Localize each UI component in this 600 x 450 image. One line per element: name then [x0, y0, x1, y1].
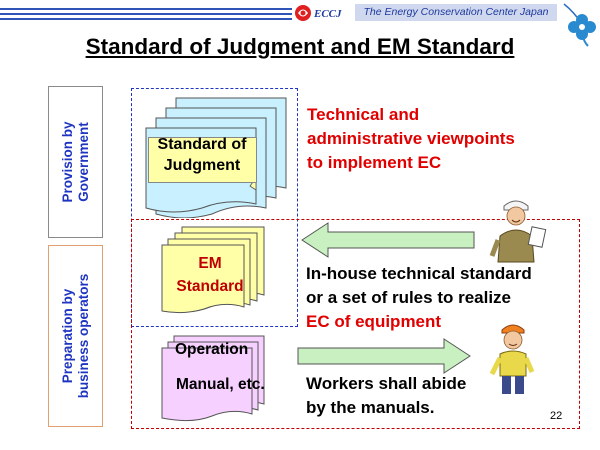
government-description: Technical and administrative viewpoints … — [307, 103, 515, 175]
ecc-logo-icon — [292, 4, 314, 22]
preparation-side-label: Preparation by business operators — [48, 245, 103, 427]
provision-label-line-2: Government — [76, 121, 92, 202]
soj-line-2: Judgment — [146, 155, 258, 176]
page-number: 22 — [550, 410, 562, 422]
worker-person-icon — [488, 318, 538, 396]
operation-manual-label-line-1: Operation — [175, 341, 248, 359]
gov-desc-line-3: to implement EC — [307, 151, 515, 175]
preparation-label-line-2: business operators — [76, 274, 92, 399]
right-arrow — [296, 337, 472, 375]
gov-desc-line-2: administrative viewpoints — [307, 127, 515, 151]
em-standard-label: EM Standard — [160, 252, 260, 298]
gov-desc-line-1: Technical and — [307, 103, 515, 127]
provision-side-label: Provision by Government — [48, 86, 103, 238]
operation-description: Workers shall abide by the manuals. — [306, 372, 466, 420]
em-desc-line-2: or a set of rules to realize — [306, 286, 532, 310]
provision-label-line-1: Provision by — [60, 121, 76, 202]
page-title: Standard of Judgment and EM Standard — [0, 34, 600, 60]
operation-manual-label-line-2: Manual, etc. — [176, 376, 265, 394]
org-abbreviation: ECCJ — [314, 8, 342, 20]
standard-of-judgment-label: Standard of Judgment — [146, 134, 258, 176]
op-desc-line-2: by the manuals. — [306, 396, 466, 420]
preparation-label-line-1: Preparation by — [60, 274, 76, 399]
op-desc-line-1: Workers shall abide — [306, 372, 466, 396]
em-line-2: Standard — [160, 275, 260, 298]
soj-line-1: Standard of — [146, 134, 258, 155]
manager-person-icon — [486, 196, 548, 266]
org-name: The Energy Conservation Center Japan — [355, 4, 557, 21]
em-line-1: EM — [160, 252, 260, 275]
left-arrow — [300, 221, 476, 259]
